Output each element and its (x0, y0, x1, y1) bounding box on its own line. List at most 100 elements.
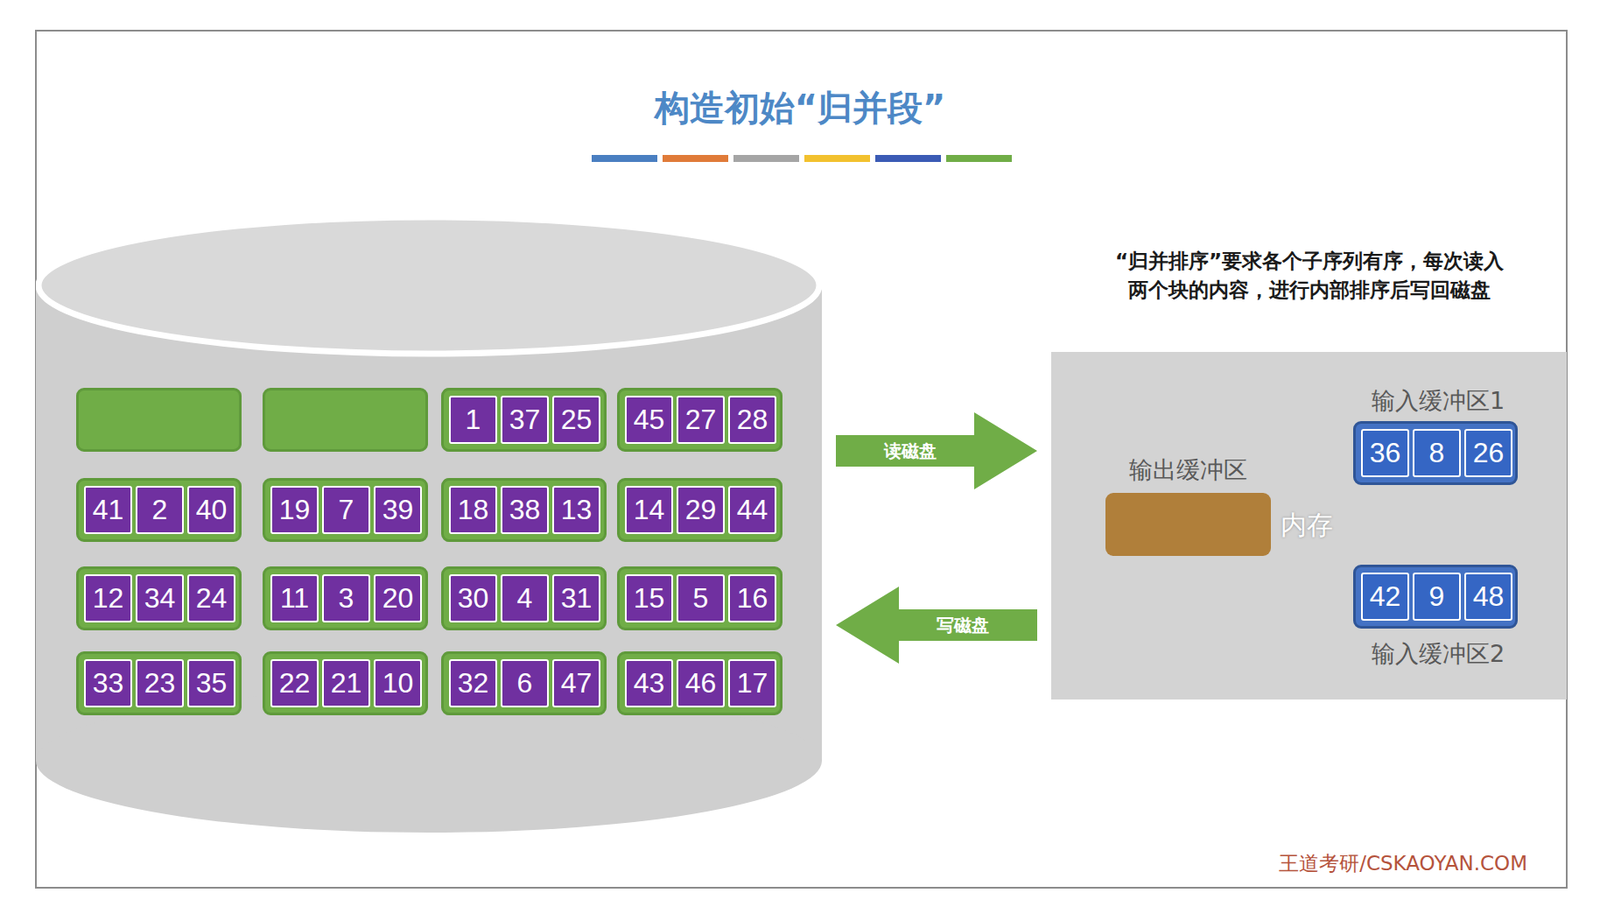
record-key: 3 (322, 574, 371, 623)
key-number: 43 (633, 666, 666, 700)
key-number: 13 (561, 493, 593, 527)
disk-block (76, 387, 242, 452)
key-number: 3 (338, 582, 355, 615)
record-key: 40 (187, 485, 236, 534)
record-key: 24 (187, 574, 236, 623)
key-number: 45 (633, 403, 666, 436)
record-key: 9 (1412, 572, 1461, 621)
record-key: 18 (449, 485, 498, 534)
record-key: 47 (552, 659, 601, 708)
record-key: 26 (1464, 428, 1513, 478)
key-number: 7 (338, 493, 355, 527)
disk-block: 332335 (76, 651, 242, 716)
key-number: 29 (685, 493, 717, 527)
record-key: 15 (624, 574, 674, 623)
arrow-label: 写磁盘 (936, 613, 990, 638)
record-key: 14 (624, 485, 674, 534)
disk-block: 1 37 25 (441, 387, 607, 452)
block-arrow (835, 412, 1038, 490)
input-buffer: 输入缓冲区242948 (1353, 564, 1518, 629)
disk-block: 222110 (262, 651, 429, 716)
key-number: 2 (152, 493, 169, 527)
record-key: 37 (500, 395, 549, 444)
disk-block: 41 2 40 (76, 477, 242, 542)
key-number: 23 (144, 666, 176, 700)
disk-block (262, 387, 429, 452)
key-number: 9 (1429, 580, 1446, 613)
record-key: 22 (270, 659, 319, 708)
key-number: 48 (1473, 580, 1505, 613)
disk-block: 326 47 (441, 651, 607, 716)
key-number: 17 (736, 666, 769, 700)
key-number: 42 (1369, 580, 1402, 613)
key-number: 26 (1473, 436, 1505, 470)
key-number: 31 (561, 582, 593, 615)
record-key: 17 (728, 659, 777, 708)
record-key: 13 (552, 485, 601, 534)
disk-block: 19 7 39 (262, 477, 429, 542)
record-key: 32 (449, 659, 498, 708)
buffer-heading: 输入缓冲区1 (1320, 385, 1556, 417)
key-number: 12 (92, 582, 125, 615)
record-key: 5 (676, 574, 725, 623)
record-key: 20 (373, 574, 422, 623)
record-key: 41 (84, 485, 133, 534)
record-key: 38 (500, 485, 549, 534)
record-key: 1 (449, 395, 498, 444)
key-number: 28 (736, 403, 769, 436)
key-number: 16 (736, 582, 769, 615)
record-key: 12 (84, 574, 133, 623)
key-number: 25 (561, 403, 593, 436)
record-key: 44 (728, 485, 777, 534)
key-number: 35 (196, 666, 228, 700)
key-number: 18 (457, 493, 490, 527)
block-arrow (835, 586, 1038, 664)
record-key: 34 (135, 574, 184, 623)
record-key: 42 (1361, 572, 1410, 621)
record-key: 36 (1361, 428, 1410, 478)
disk-block: 12 34 24 (76, 566, 242, 631)
record-key: 45 (624, 395, 674, 444)
color-bars (591, 154, 1012, 162)
disk-block: 30 4 31 (441, 566, 607, 631)
key-number: 47 (561, 666, 593, 700)
record-key: 4 (500, 574, 549, 623)
disk-block: 45 27 28 (617, 387, 783, 452)
key-number: 19 (279, 493, 311, 527)
disk-block: 11 3 20 (262, 566, 429, 631)
frame-border (35, 30, 1567, 888)
record-key: 2 (135, 485, 184, 534)
key-number: 15 (633, 582, 666, 615)
record-key: 7 (322, 485, 371, 534)
key-number: 41 (92, 493, 125, 527)
memory-panel: 内存输出缓冲区 输入缓冲区1 36 8 26 输入缓冲区2 42 9 48 (1051, 351, 1567, 700)
key-number: 46 (685, 666, 717, 700)
record-key: 8 (1412, 428, 1461, 478)
slide-title: 构造初始“归并段” (0, 84, 1600, 133)
arrow-label: 读磁盘 (884, 439, 937, 464)
memory-label: 内存 (1280, 507, 1334, 544)
record-key: 25 (552, 395, 601, 444)
key-number: 36 (1369, 436, 1402, 470)
key-number: 27 (685, 403, 717, 436)
record-key: 27 (676, 395, 725, 444)
disk-block: 15 5 16 (617, 566, 783, 631)
output-buffer: 输出缓冲区 (1105, 492, 1271, 556)
record-key: 10 (373, 659, 422, 708)
key-number: 30 (457, 582, 490, 615)
key-number: 39 (382, 493, 415, 527)
key-number: 37 (509, 403, 541, 436)
key-number: 8 (1429, 436, 1446, 470)
disk-cylinder: 1372545272841240197391838131429441234241… (35, 213, 822, 834)
key-number: 38 (509, 493, 541, 527)
record-key: 11 (270, 574, 319, 623)
record-key: 6 (500, 659, 549, 708)
record-key: 19 (270, 485, 319, 534)
buffer-heading: 输入缓冲区2 (1320, 638, 1556, 670)
record-key: 29 (676, 485, 725, 534)
key-number: 24 (196, 582, 228, 615)
note-text: “归并排序”要求各个子序列有序，每次读入 两个块的内容，进行内部排序后写回磁盘 (1055, 246, 1564, 306)
record-key: 46 (676, 659, 725, 708)
footer-credit: 王道考研/CSKAOYAN.COM (1137, 849, 1528, 878)
